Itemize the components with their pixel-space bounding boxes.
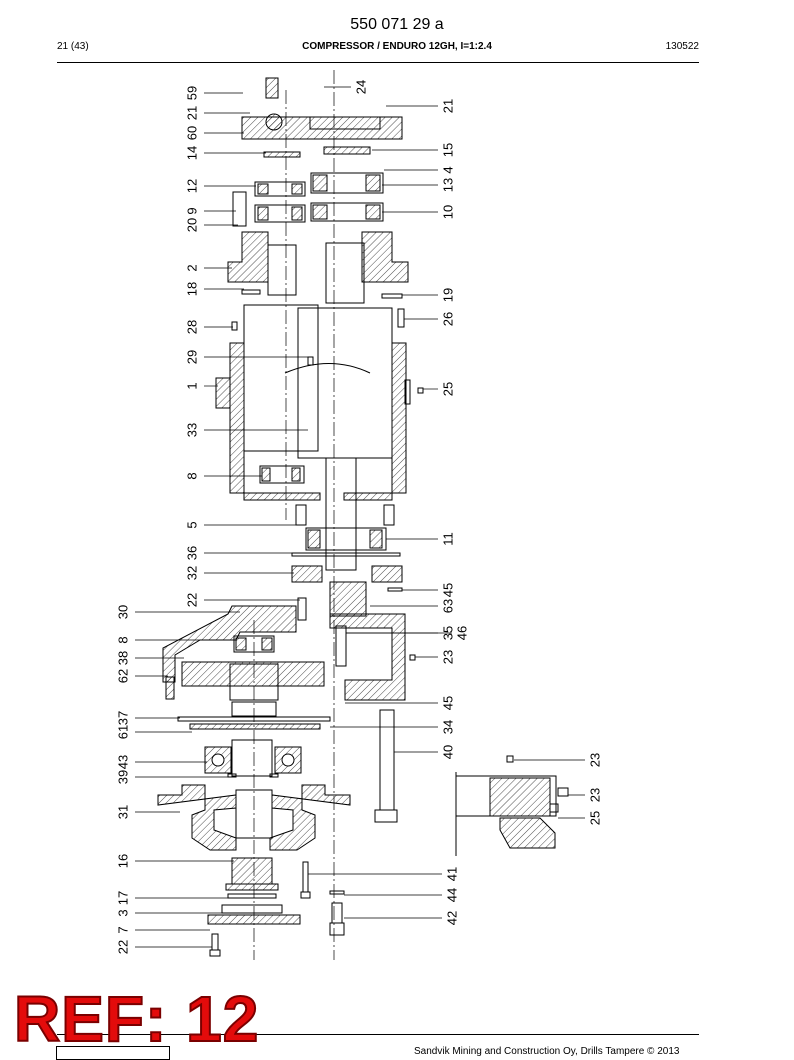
- callout-left-28: 28: [185, 320, 200, 334]
- callout-right-63: 63: [441, 599, 456, 613]
- callout-right-15: 15: [441, 143, 456, 157]
- callout-left-18: 18: [185, 282, 200, 296]
- callout-right-42: 42: [445, 911, 460, 925]
- callout-left-14: 14: [185, 146, 200, 160]
- leader-lines: [135, 86, 585, 948]
- callout-left-36: 36: [185, 546, 200, 560]
- callout-left-8: 8: [116, 636, 131, 643]
- callout-left-12: 12: [185, 179, 200, 193]
- callout-left-7: 7: [116, 926, 131, 933]
- callout-left-5: 5: [185, 521, 200, 528]
- callout-left-31: 31: [116, 805, 131, 819]
- callout-right-46: 46: [455, 626, 470, 640]
- callout-left-22: 22: [116, 940, 131, 954]
- callout-right-45: 45: [441, 583, 456, 597]
- callout-right-40: 40: [441, 745, 456, 759]
- document-number: 550 071 29 a: [350, 16, 444, 33]
- callout-left-2: 2: [185, 264, 200, 271]
- callout-right-45: 45: [441, 696, 456, 710]
- callout-right-25: 25: [588, 811, 603, 825]
- callout-right-24: 24: [354, 80, 369, 94]
- callout-left-62: 62: [116, 669, 131, 683]
- callout-left-37: 37: [116, 711, 131, 725]
- callout-left-39: 39: [116, 770, 131, 784]
- footer-copyright: Sandvik Mining and Construction Oy, Dril…: [414, 1046, 680, 1057]
- callout-right-26: 26: [441, 312, 456, 326]
- ref-label: REF: 12: [13, 982, 260, 1056]
- callout-left-38: 38: [116, 651, 131, 665]
- callout-left-61: 61: [116, 725, 131, 739]
- callout-left-32: 32: [185, 566, 200, 580]
- callout-right-44: 44: [445, 888, 460, 902]
- date-code: 130522: [665, 41, 699, 52]
- callout-right-41: 41: [445, 867, 460, 881]
- callout-left-59: 59: [185, 86, 200, 100]
- callout-right-34: 34: [441, 720, 456, 734]
- callout-left-29: 29: [185, 350, 200, 364]
- callout-left-9: 9: [185, 207, 200, 214]
- page-indicator: 21 (43): [57, 41, 89, 52]
- callout-left-33: 33: [185, 423, 200, 437]
- callout-right-11: 11: [441, 532, 456, 546]
- callout-left-20: 20: [185, 218, 200, 232]
- callout-right-4: 4: [441, 166, 456, 173]
- callout-left-8: 8: [185, 472, 200, 479]
- callout-right-13: 13: [441, 178, 456, 192]
- callout-labels: 5921601412920218282913385363222308386237…: [116, 80, 603, 954]
- callout-left-17: 17: [116, 891, 131, 905]
- callout-right-35: 35: [441, 626, 456, 640]
- callout-right-23: 23: [588, 788, 603, 802]
- callout-left-43: 43: [116, 755, 131, 769]
- callout-left-22: 22: [185, 593, 200, 607]
- document-title: COMPRESSOR / ENDURO 12GH, I=1:2.4: [302, 41, 492, 52]
- callout-right-21: 21: [441, 99, 456, 113]
- callout-left-60: 60: [185, 126, 200, 140]
- header-rule: [57, 62, 699, 63]
- callout-left-16: 16: [116, 854, 131, 868]
- footer-rule: [57, 1034, 699, 1035]
- callout-left-21: 21: [185, 106, 200, 120]
- callout-right-19: 19: [441, 288, 456, 302]
- callout-right-23: 23: [588, 753, 603, 767]
- callout-right-25: 25: [441, 382, 456, 396]
- callout-left-1: 1: [185, 382, 200, 389]
- part-geometry: [157, 70, 569, 960]
- callout-right-10: 10: [441, 205, 456, 219]
- callout-right-23: 23: [441, 650, 456, 664]
- callout-left-30: 30: [116, 605, 131, 619]
- callout-left-3: 3: [116, 909, 131, 916]
